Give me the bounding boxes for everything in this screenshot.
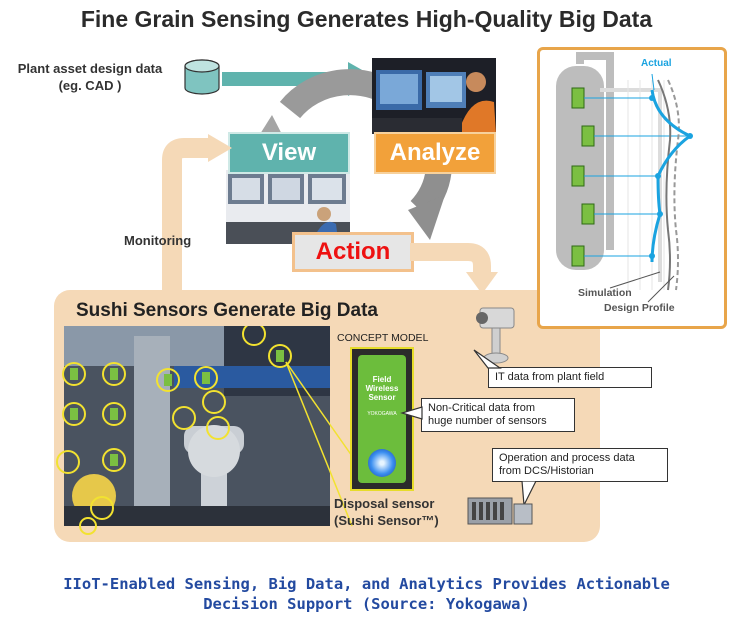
disposal-line1: Disposal sensor (334, 496, 435, 511)
column-profile-diagram (556, 52, 693, 303)
non-critical-line2: huge number of sensors (428, 415, 547, 427)
dcs-hardware-icon (467, 497, 533, 525)
monitoring-label: Monitoring (124, 233, 192, 248)
action-box: Action (292, 232, 414, 272)
sushi-title: Sushi Sensors Generate Big Data (76, 300, 378, 321)
data-flow-arrow (222, 62, 378, 96)
simulation-label: Simulation (578, 287, 632, 299)
operation-line2: from DCS/Historian (499, 465, 594, 477)
camera-icon (476, 307, 515, 364)
plant-photo (64, 326, 330, 526)
sensor-brand: YOKOGAWA (367, 411, 397, 417)
caption-line2: Decision Support (Source: Yokogawa) (203, 595, 530, 613)
callout-it-data-pointer (473, 349, 502, 369)
database-icon (184, 59, 220, 95)
callout-it-data: IT data from plant field (488, 367, 652, 388)
view-box: View (228, 132, 350, 174)
page-title: Fine Grain Sensing Generates High-Qualit… (80, 6, 653, 32)
sensor-label-l3: Sensor (368, 393, 396, 402)
disposal-line2: (Sushi Sensor™) (334, 513, 439, 528)
monitoring-arrow (162, 134, 232, 296)
figure-caption: IIoT-Enabled Sensing, Big Data, and Anal… (0, 574, 733, 614)
concept-model-label: CONCEPT MODEL (337, 332, 429, 344)
operation-line1: Operation and process data (499, 452, 635, 464)
actual-label: Actual (641, 58, 672, 69)
callout-operation-pointer (521, 481, 537, 507)
sensor-label: Field Wireless Sensor (358, 375, 406, 402)
sushi-sensor-device: Field Wireless Sensor YOKOGAWA (350, 347, 414, 491)
analyze-box: Analyze (374, 132, 496, 174)
design-profile-label: Design Profile (604, 302, 675, 314)
action-arrow (410, 243, 498, 294)
disposal-sensor-label: Disposal sensor (Sushi Sensor™) (334, 495, 439, 529)
sensor-markers (56, 326, 353, 535)
callout-non-critical-pointer (400, 406, 423, 420)
sensor-label-l1: Field (372, 375, 392, 384)
callout-non-critical: Non-Critical data from huge number of se… (421, 398, 575, 432)
sensor-led (368, 449, 396, 477)
control-room-photo (226, 170, 350, 244)
plant-asset-label: Plant asset design data (eg. CAD ) (6, 60, 174, 94)
caption-line1: IIoT-Enabled Sensing, Big Data, and Anal… (63, 575, 670, 593)
plant-asset-line2: (eg. CAD ) (58, 78, 122, 93)
sensor-label-l2: Wireless (365, 384, 399, 393)
callout-operation: Operation and process data from DCS/Hist… (492, 448, 668, 482)
non-critical-line1: Non-Critical data from (428, 402, 535, 414)
operator-photo (372, 58, 496, 134)
plant-asset-line1: Plant asset design data (17, 61, 163, 76)
